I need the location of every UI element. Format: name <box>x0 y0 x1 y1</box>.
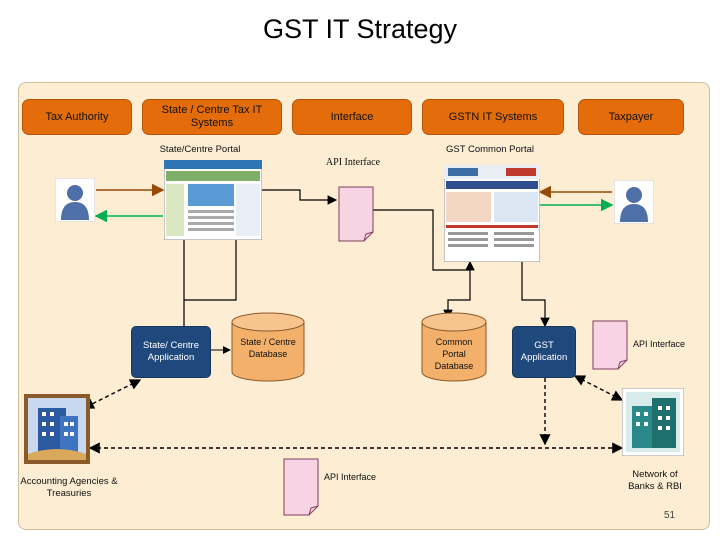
api-interface-top-label: API Interface <box>325 157 381 168</box>
api-interface-bottom-document-icon <box>283 458 319 516</box>
page-number: 51 <box>664 510 676 521</box>
header-state-centre-it: State / Centre Tax IT Systems <box>142 99 282 135</box>
accounting-building-icon <box>24 394 90 464</box>
state-centre-portal-screenshot <box>164 160 262 240</box>
gst-application: GST Application <box>512 326 576 378</box>
header-taxpayer-label: Taxpayer <box>608 110 654 123</box>
banks-label: Network of Banks & RBI <box>628 469 682 492</box>
accounting-agencies-label: Accounting Agencies & Treasuries <box>20 476 118 499</box>
arrow-api-to-gst-portal <box>372 209 475 271</box>
header-gstn-it-label: GSTN IT Systems <box>448 110 538 123</box>
dashed-app-accounting <box>82 379 142 409</box>
arrow-state-portal-to-app <box>179 240 237 338</box>
state-centre-portal-label: State/Centre Portal <box>159 144 241 155</box>
state-centre-database-label: State / Centre Database <box>240 337 296 359</box>
gst-application-label: GST Application <box>520 340 568 363</box>
gst-common-portal-screenshot <box>444 165 540 262</box>
state-centre-application: State/ Centre Application <box>131 326 211 378</box>
state-centre-application-label: State/ Centre Application <box>143 340 199 363</box>
common-portal-database-icon <box>421 312 487 382</box>
api-interface-document-icon <box>338 186 374 242</box>
api-interface-right-document-icon <box>592 320 628 370</box>
gst-common-portal-label: GST Common Portal <box>446 144 534 155</box>
header-tax-authority: Tax Authority <box>22 99 132 135</box>
header-interface: Interface <box>292 99 412 135</box>
header-interface-label: Interface <box>330 110 374 123</box>
state-centre-database-icon <box>231 312 305 382</box>
header-taxpayer: Taxpayer <box>578 99 684 135</box>
header-gstn-it: GSTN IT Systems <box>422 99 564 135</box>
taxpayer-avatar-icon <box>614 180 654 224</box>
common-portal-database-label: Common Portal Database <box>434 337 474 371</box>
header-tax-authority-label: Tax Authority <box>45 110 109 123</box>
page-title: GST IT Strategy <box>262 14 458 44</box>
tax-authority-avatar-icon <box>55 178 95 222</box>
header-state-centre-it-label: State / Centre Tax IT Systems <box>161 104 263 129</box>
banks-building-icon <box>622 388 684 456</box>
arrow-gst-portal-to-app <box>521 262 550 328</box>
api-interface-bottom-label: API Interface <box>323 472 377 482</box>
dashed-gst-app-banks <box>573 375 624 401</box>
diagram-panel <box>18 82 710 530</box>
arrow-gst-portal-to-db <box>443 270 471 320</box>
arrow-state-portal-to-api <box>262 189 338 205</box>
api-interface-right-label: API Interface <box>632 339 686 349</box>
